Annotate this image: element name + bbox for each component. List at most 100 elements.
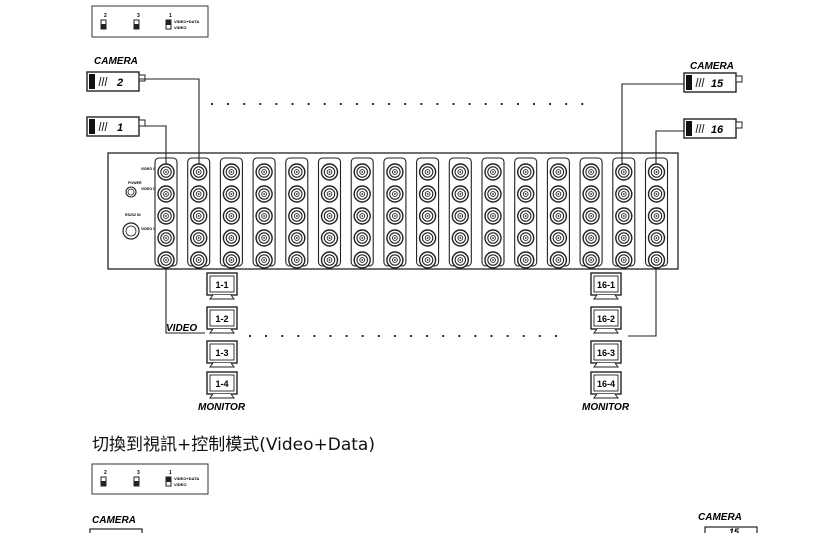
bnc-connector bbox=[189, 185, 208, 203]
wire-video-right bbox=[628, 268, 657, 337]
bnc-connector bbox=[353, 163, 371, 181]
switch-label-3: 3 bbox=[137, 13, 140, 19]
bnc-connector bbox=[615, 251, 633, 269]
bnc-connector bbox=[157, 185, 175, 203]
bottom-switch-label-1: 1 bbox=[169, 470, 172, 476]
bnc-connector bbox=[582, 163, 600, 181]
monitor-label-16-3: 16-3 bbox=[597, 348, 615, 358]
bnc-column-12 bbox=[514, 157, 538, 269]
bnc-connector bbox=[353, 251, 371, 269]
bnc-column-11 bbox=[481, 157, 505, 269]
bnc-connector bbox=[549, 185, 568, 203]
bnc-connector bbox=[320, 251, 339, 269]
power-knob bbox=[125, 186, 137, 198]
continuation-dots bbox=[210, 102, 584, 338]
bnc-connector bbox=[615, 163, 633, 181]
bnc-connector bbox=[647, 185, 666, 203]
bnc-connector bbox=[647, 251, 666, 269]
camera-heading-left: CAMERA bbox=[94, 56, 138, 67]
bnc-connector bbox=[418, 207, 437, 225]
bnc-connector bbox=[517, 251, 535, 269]
bnc-connector bbox=[386, 185, 404, 203]
monitor-1-2: 1-2 bbox=[206, 306, 238, 334]
camera-wires bbox=[139, 78, 684, 337]
bnc-connector bbox=[517, 163, 535, 181]
bnc-connector bbox=[484, 251, 502, 269]
bottom-switch-legend: 2 3 1 VIDEO+DATA VIDEO bbox=[91, 463, 209, 495]
bnc-column-6 bbox=[317, 157, 342, 269]
monitor-label-1-1: 1-1 bbox=[215, 280, 228, 290]
bnc-connector bbox=[549, 251, 568, 269]
video-wire-label: VIDEO bbox=[166, 323, 197, 334]
camera-16: 16 bbox=[683, 118, 743, 139]
bnc-connector bbox=[517, 229, 535, 247]
bnc-column-8 bbox=[383, 157, 407, 269]
bnc-connector bbox=[320, 229, 339, 247]
monitor-label-16-1: 16-1 bbox=[597, 280, 615, 290]
label-video-in: VIDEO IN bbox=[141, 167, 157, 171]
wire-video-left bbox=[165, 268, 205, 334]
bnc-connector bbox=[451, 163, 469, 181]
wire-camera-15 bbox=[621, 83, 684, 164]
camera-label-16: 16 bbox=[711, 124, 724, 136]
bnc-column-1 bbox=[154, 157, 178, 269]
bnc-connector bbox=[647, 207, 666, 225]
switch-label-2: 2 bbox=[104, 13, 107, 19]
bnc-column-10 bbox=[448, 157, 472, 269]
switch-mode-video-data: VIDEO+DATA bbox=[174, 19, 199, 24]
wire-camera-16 bbox=[655, 130, 684, 164]
bnc-connector bbox=[255, 251, 273, 269]
label-video-out: VIDEO OUT bbox=[141, 227, 162, 231]
switch-label-1: 1 bbox=[169, 13, 172, 19]
bnc-column-14 bbox=[579, 157, 603, 269]
wire-camera-2 bbox=[139, 78, 200, 164]
camera-label-1: 1 bbox=[117, 122, 123, 134]
monitor-16-4: 16-4 bbox=[590, 371, 622, 399]
monitor-label-16-2: 16-2 bbox=[597, 314, 615, 324]
bnc-connector bbox=[517, 207, 535, 225]
bnc-connector bbox=[320, 207, 339, 225]
monitor-16-3: 16-3 bbox=[590, 340, 622, 368]
bottom-camera-label-15: 15 bbox=[729, 527, 740, 533]
bnc-connector bbox=[582, 207, 600, 225]
label-power: POWER bbox=[128, 181, 142, 185]
bnc-connector bbox=[255, 185, 273, 203]
camera-1: 1 bbox=[86, 116, 146, 137]
monitor-1-3: 1-3 bbox=[206, 340, 238, 368]
bnc-connector bbox=[582, 251, 600, 269]
bnc-connector bbox=[386, 163, 404, 181]
bottom-switch-label-2: 2 bbox=[104, 470, 107, 476]
bnc-connector bbox=[255, 207, 273, 225]
bnc-connector bbox=[451, 251, 469, 269]
top-switch-legend: 2 3 1 VIDEO+DATA VIDEO bbox=[91, 5, 209, 38]
diagram-caption: 切換到視訊+控制模式(Video+Data) bbox=[92, 435, 375, 455]
bnc-connector bbox=[157, 207, 175, 225]
bnc-connector bbox=[288, 229, 306, 247]
bnc-column-13 bbox=[546, 157, 570, 269]
bottom-camera-heading-left: CAMERA bbox=[92, 515, 136, 526]
bottom-switch-label-3: 3 bbox=[137, 470, 140, 476]
bnc-connector bbox=[189, 207, 208, 225]
bottom-camera-right-partial: 15 bbox=[704, 526, 758, 533]
bnc-connector bbox=[320, 185, 339, 203]
bottom-camera-heading-right: CAMERA bbox=[698, 512, 742, 523]
monitor-16-1: 16-1 bbox=[590, 272, 622, 300]
bnc-connector bbox=[451, 229, 469, 247]
bnc-connector bbox=[255, 163, 273, 181]
switch-mode-video: VIDEO bbox=[174, 25, 186, 30]
bnc-connector bbox=[288, 207, 306, 225]
bnc-connector bbox=[157, 163, 175, 181]
monitor-label-16-4: 16-4 bbox=[597, 379, 615, 389]
wire-camera-1 bbox=[139, 125, 167, 164]
bnc-connector bbox=[549, 163, 568, 181]
bnc-connector bbox=[386, 229, 404, 247]
bnc-connector bbox=[255, 229, 273, 247]
bnc-connector bbox=[189, 251, 208, 269]
bottom-camera-left-partial bbox=[89, 528, 143, 533]
bnc-connector bbox=[288, 163, 306, 181]
bnc-connector bbox=[517, 185, 535, 203]
bnc-connector bbox=[647, 163, 666, 181]
bnc-connector bbox=[157, 229, 175, 247]
bnc-connector bbox=[418, 163, 437, 181]
